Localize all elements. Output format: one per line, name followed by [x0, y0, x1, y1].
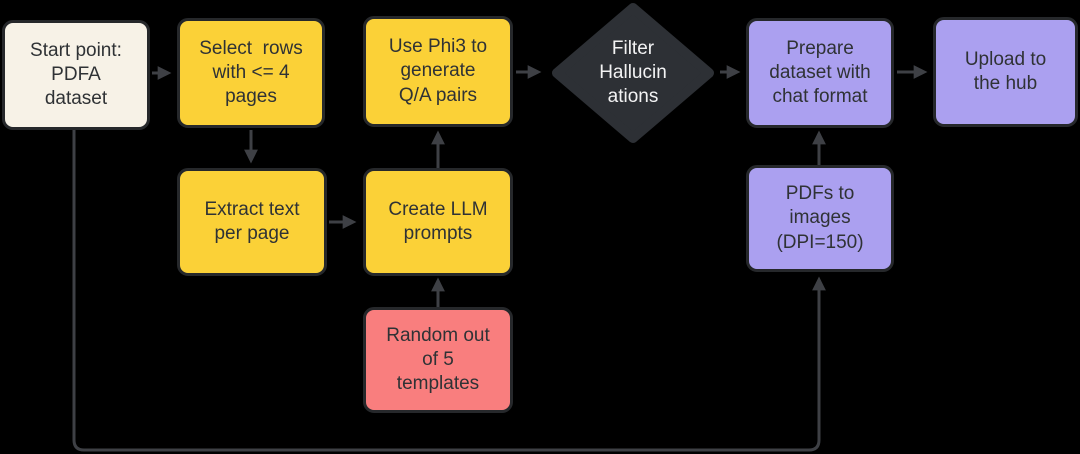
node-create-llm-prompts: Create LLM prompts: [363, 168, 513, 276]
node-label: Use Phi3 to generate Q/A pairs: [388, 36, 488, 106]
node-label: Extract text per page: [204, 198, 300, 244]
node-start-point: Start point: PDFA dataset: [2, 20, 150, 130]
node-select-rows: Select rows with <= 4 pages: [177, 18, 325, 128]
node-random-templates: Random out of 5 templates: [363, 307, 513, 413]
node-prepare-dataset: Prepare dataset with chat format: [746, 18, 894, 128]
node-label: Prepare dataset with chat format: [769, 37, 871, 108]
edge-start-to-pdfs-to-images: [72, 130, 826, 452]
node-label: Select rows with <= 4 pages: [199, 37, 303, 108]
node-label: PDFs to images (DPI=150): [776, 183, 864, 253]
node-label: Random out of 5 templates: [386, 324, 490, 395]
node-label: Filter Hallucin ations: [599, 37, 667, 108]
node-pdfs-to-images: PDFs to images (DPI=150): [746, 165, 894, 272]
node-upload-hub: Upload to the hub: [933, 17, 1078, 127]
diamond-shape: [552, 3, 714, 143]
node-use-phi3: Use Phi3 to generate Q/A pairs: [363, 16, 513, 127]
diamond-path: [552, 3, 714, 143]
node-label: Start point: PDFA dataset: [30, 39, 122, 110]
node-extract-text: Extract text per page: [177, 168, 327, 276]
node-label: Create LLM prompts: [388, 198, 488, 244]
node-filter-hallucinations: Filter Hallucin ations: [550, 2, 716, 144]
node-label: Upload to the hub: [964, 48, 1047, 94]
